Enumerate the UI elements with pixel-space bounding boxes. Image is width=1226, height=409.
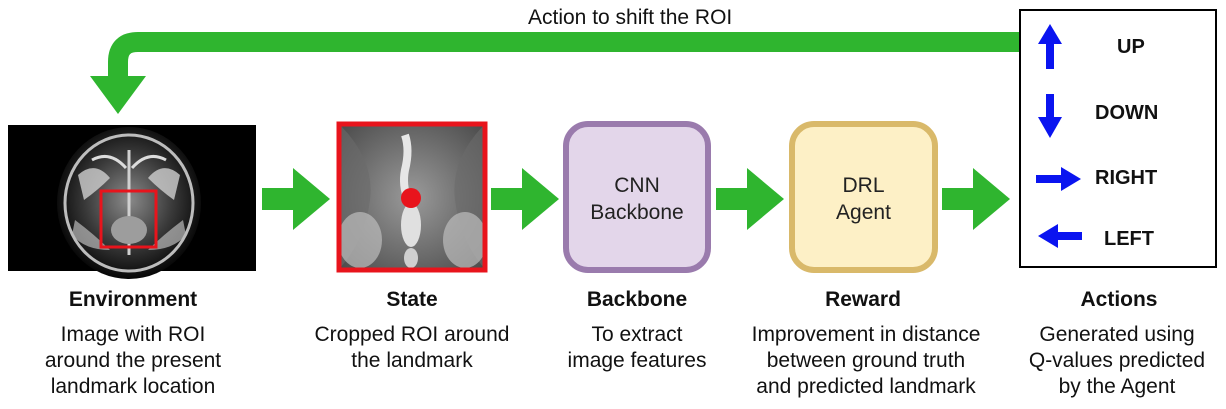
stage-desc-state: Cropped ROI around the landmark <box>280 322 544 374</box>
action-left-label: LEFT <box>1104 228 1154 250</box>
state-image <box>336 121 488 273</box>
arrow-down-icon <box>1038 94 1062 138</box>
flow-arrow-1 <box>262 168 330 230</box>
agent-label-line: Agent <box>836 201 891 224</box>
desc-line: image features <box>567 349 707 372</box>
roi-box <box>99 189 158 249</box>
desc-line: Generated using <box>1039 323 1195 346</box>
feedback-arrow <box>90 32 1020 114</box>
stage-title-reward: Reward <box>825 288 901 311</box>
agent-label: DRL Agent <box>792 172 935 226</box>
desc-line: the landmark <box>351 349 473 372</box>
backbone-label-line: CNN <box>614 174 660 197</box>
agent-box <box>789 121 938 273</box>
desc-line: by the Agent <box>1058 375 1176 398</box>
action-right-label: RIGHT <box>1095 167 1158 189</box>
stage-title-environment: Environment <box>68 288 198 311</box>
desc-line: between ground truth <box>766 349 966 372</box>
desc-line: landmark location <box>50 375 216 398</box>
backbone-box <box>563 121 711 273</box>
desc-line: Q-values predicted <box>1028 349 1206 372</box>
desc-line: around the present <box>44 349 222 372</box>
arrow-right-icon <box>1036 167 1081 191</box>
desc-line: Improvement in distance <box>751 323 981 346</box>
stage-desc-environment: Image with ROI around the present landma… <box>8 322 258 400</box>
environment-image <box>8 125 256 279</box>
desc-line: Cropped ROI around <box>314 323 510 346</box>
agent-label-line: DRL <box>842 174 885 197</box>
flow-arrow-3 <box>716 168 784 230</box>
backbone-label-line: Backbone <box>590 201 684 224</box>
stage-desc-actions: Generated using Q-values predicted by th… <box>1012 322 1222 400</box>
feedback-label: Action to shift the ROI <box>528 6 733 29</box>
desc-line: To extract <box>591 323 683 346</box>
stage-desc-backbone: To extract image features <box>547 322 727 374</box>
arrow-left-icon <box>1038 224 1082 248</box>
stage-desc-reward: Improvement in distance between ground t… <box>727 322 1005 400</box>
stage-title-state: State <box>386 288 438 311</box>
action-down-label: DOWN <box>1095 102 1159 124</box>
stage-title-actions: Actions <box>1080 288 1158 311</box>
landmark-dot <box>401 188 421 208</box>
arrow-up-icon <box>1038 24 1062 69</box>
stage-title-backbone: Backbone <box>586 288 688 311</box>
desc-line: Image with ROI <box>60 323 206 346</box>
desc-line: and predicted landmark <box>756 375 976 398</box>
action-up-label: UP <box>1117 36 1145 58</box>
backbone-label: CNN Backbone <box>566 172 708 226</box>
flow-arrow-4 <box>942 168 1010 230</box>
flow-arrow-2 <box>491 168 559 230</box>
